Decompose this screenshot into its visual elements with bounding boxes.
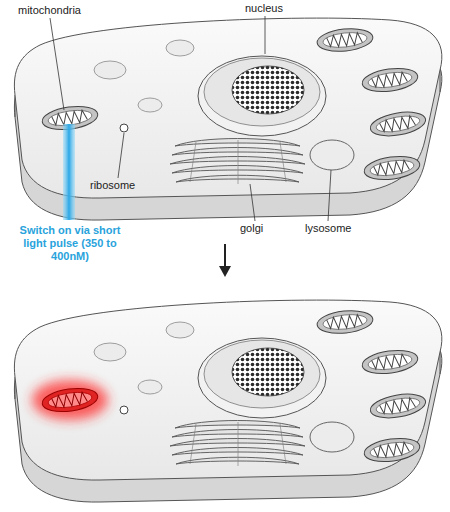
leader-lines	[328, 170, 331, 221]
leader-lines	[50, 16, 331, 221]
cell-after	[14, 300, 441, 502]
part-label: nucleus	[245, 2, 305, 15]
activated-mitochondrion	[41, 385, 100, 415]
process-arrow	[219, 266, 231, 277]
process-arrow	[219, 244, 231, 277]
cell-before	[14, 18, 441, 220]
activated-mitochondrion	[47, 390, 93, 410]
leader-lines	[118, 133, 124, 178]
process-arrow	[224, 244, 226, 268]
part-label: ribosome	[90, 179, 150, 192]
light-pulse-note: Switch on via short light pulse (350 to …	[18, 224, 122, 263]
leader-lines	[250, 184, 255, 221]
leader-lines	[50, 18, 64, 110]
red-glow	[32, 380, 108, 420]
cell-before	[14, 18, 441, 220]
leader-lines	[265, 16, 266, 54]
cell-after	[14, 300, 441, 502]
part-label: mitochondria	[18, 4, 108, 17]
part-label: golgi	[240, 222, 280, 235]
light-beam	[63, 124, 75, 220]
activated-mitochondrion	[41, 385, 100, 415]
part-label: lysosome	[305, 222, 365, 235]
activated-mitochondrion	[51, 392, 87, 409]
